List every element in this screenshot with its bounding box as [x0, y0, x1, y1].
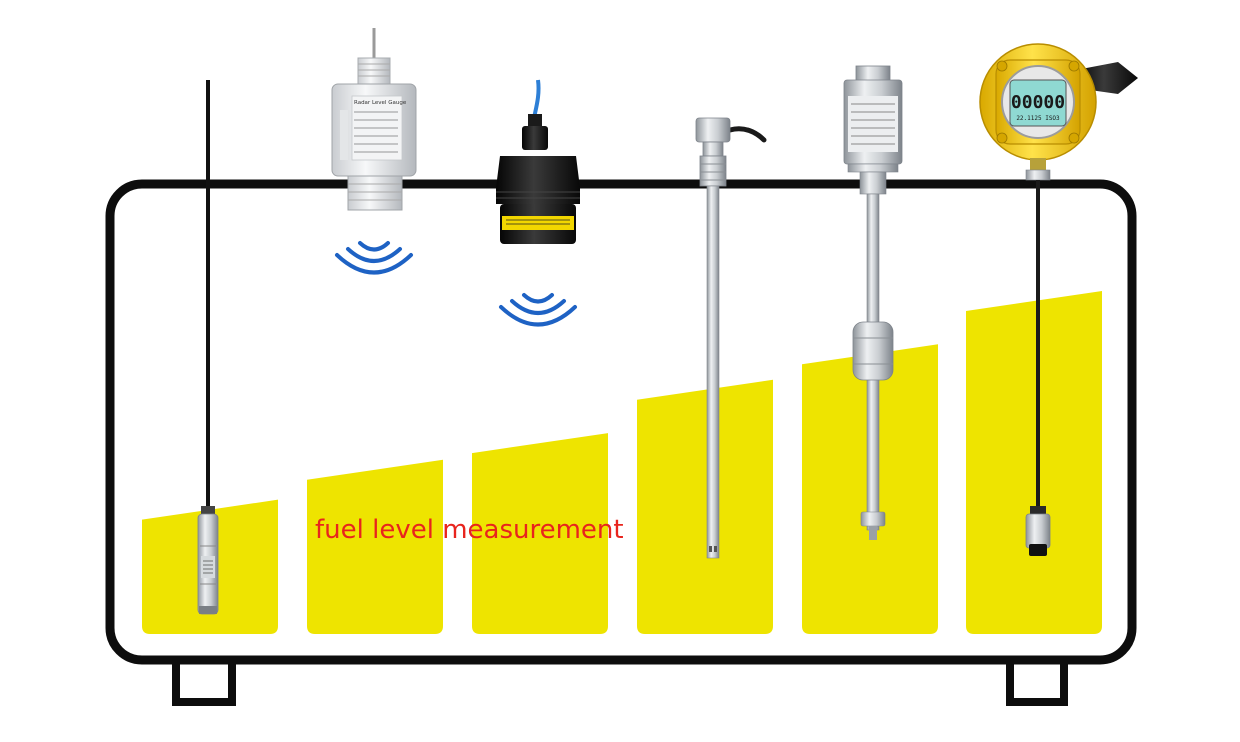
transmitter-lcd-readout: 00000 [1011, 92, 1065, 113]
fuel-level-bar [472, 433, 608, 634]
explosion-proof-level-transmitter-icon: 00000 22.1125 ISO3 [979, 43, 1138, 556]
fuel-level-bar [966, 291, 1102, 634]
ultrasonic-level-sensor-icon [496, 79, 580, 244]
fuel-level-bar [637, 379, 773, 634]
right-foot [1006, 662, 1068, 706]
radar-level-gauge-icon: Radar Level Gauge [331, 28, 417, 211]
ultrasonic-signal-wave-icon [499, 293, 577, 327]
radar-gauge-nameplate: Radar Level Gauge [354, 100, 407, 106]
tank-feet [172, 662, 1068, 706]
submersible-pressure-probe-icon [197, 80, 219, 615]
radar-signal-wave-icon [335, 241, 413, 275]
magnetostrictive-level-transmitter-icon [843, 65, 903, 540]
transmitter-lcd-subreadout: 22.1125 ISO3 [1016, 115, 1060, 122]
capacitive-level-probe-icon [695, 117, 767, 559]
fuel-level-caption: fuel level measurement [315, 515, 624, 545]
left-foot [172, 662, 236, 706]
fuel-level-bar [307, 459, 443, 634]
